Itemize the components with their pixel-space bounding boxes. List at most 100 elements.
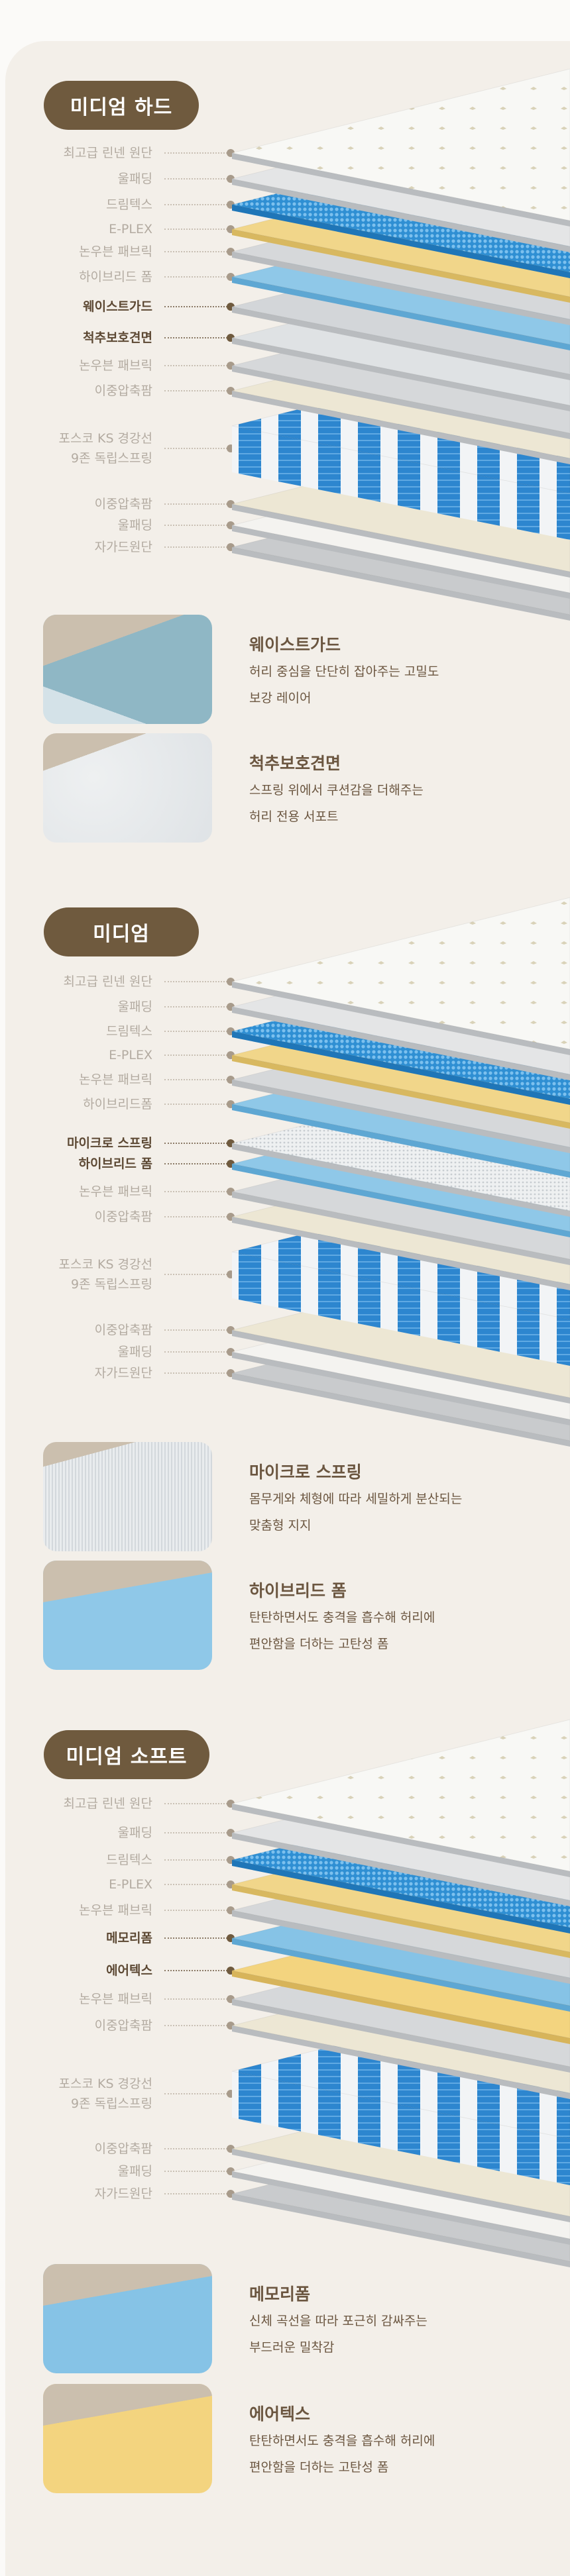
layer-label: E-PLEX	[109, 1045, 152, 1065]
layer-label: 포스코 KS 경강선 9존 독립스프링	[59, 1255, 152, 1294]
layer-label-text: 척추보호견면	[83, 331, 152, 345]
layer-label: 자가드원단	[95, 2184, 152, 2204]
layer-label-text: 포스코 KS 경강선	[58, 431, 152, 446]
feature-description-line: 스프링 위에서 쿠션감을 더해주는	[249, 783, 424, 798]
section-title-pill: 미디엄 하드	[44, 81, 199, 130]
leader-line	[164, 546, 227, 548]
leader-line	[164, 1079, 227, 1080]
leader-line	[164, 365, 227, 366]
layer-label: 자가드원단	[95, 537, 152, 557]
layer-side-spring	[232, 1252, 570, 1366]
feature-title: 하이브리드 폼	[249, 1581, 347, 1600]
layer-label-text: 드림텍스	[106, 197, 152, 212]
layer-label-text: 포스코 KS 경강선	[58, 1257, 152, 1272]
layer-label-text: 이중압축팜	[94, 384, 152, 398]
layer-label-text: E-PLEX	[109, 1048, 152, 1062]
layer-side-linen	[232, 982, 570, 1055]
layer-label: 이중압축팜	[95, 381, 152, 401]
layer-label-text: 자가드원단	[94, 1366, 152, 1380]
leader-line	[164, 525, 227, 526]
layer-label: 메모리폼	[106, 1928, 152, 1948]
layer-label-text: 논우븐 패브릭	[79, 244, 152, 259]
leader-line	[164, 1006, 227, 1007]
layer-label-text: 자가드원단	[94, 540, 152, 554]
leader-line	[164, 1970, 227, 1971]
layer-side-eplex	[232, 1055, 570, 1129]
leader-line	[164, 1216, 227, 1217]
layer-side-jacquard	[232, 1373, 570, 1447]
layer-label: 드림텍스	[106, 195, 152, 215]
layer-side-foam2	[232, 1217, 570, 1290]
feature-description-line: 허리 중심을 단단히 잡아주는 고밀도	[249, 664, 439, 679]
layer-side-foam2	[232, 504, 570, 578]
layer-label: E-PLEX	[109, 1875, 152, 1894]
swatch-image-guard	[43, 615, 212, 724]
layer-side-woolbottom	[232, 1352, 570, 1425]
layer-label: 논우븐 패브릭	[79, 242, 152, 262]
layer-label-text: 하이브리드 폼	[78, 1157, 153, 1171]
layer-side-foam2	[232, 391, 570, 464]
layer-label: 하이브리드폼	[83, 1094, 152, 1114]
layer-label: 논우븐 패브릭	[79, 1070, 152, 1090]
layer-side-airtex	[232, 1971, 570, 2044]
layer-label: 이중압축팜	[95, 2139, 152, 2159]
layer-side-nonwoven	[232, 1192, 570, 1265]
layer-label-text: 이중압축팜	[94, 2018, 152, 2033]
layer-side-wool	[232, 179, 570, 252]
layer-label-text: 논우븐 패브릭	[79, 1184, 152, 1199]
layer-label-text: 울패딩	[117, 2164, 152, 2179]
layer-label-text: 포스코 KS 경강선	[58, 2077, 152, 2091]
leader-line	[164, 1351, 227, 1353]
layer-label-text: 울패딩	[117, 1345, 152, 1359]
feature-description-line: 부드러운 밀착감	[249, 2340, 335, 2355]
layer-side-jacquard	[232, 2194, 570, 2267]
leader-line	[164, 152, 227, 154]
layer-label: 최고급 린넨 원단	[64, 143, 152, 163]
swatch-image-airtex	[43, 2384, 212, 2493]
layer-linen	[231, 1719, 570, 1872]
layer-side-hybrid	[232, 1164, 570, 1237]
leader-line	[164, 229, 227, 230]
layer-label: 울패딩	[118, 2161, 152, 2181]
layer-side-eplex	[232, 1884, 570, 1958]
layer-label: E-PLEX	[109, 219, 152, 239]
swatch-texture	[43, 733, 212, 843]
layer-label-text: E-PLEX	[109, 222, 152, 236]
leader-line	[164, 1143, 227, 1144]
swatch-texture	[43, 615, 212, 724]
leader-line	[164, 1329, 227, 1331]
layer-side-jacquard	[232, 547, 570, 621]
leader-line	[164, 2171, 227, 2172]
layer-side-linen	[232, 153, 570, 227]
leader-line	[164, 981, 227, 982]
layer-label-text: 드림텍스	[106, 1024, 152, 1039]
layer-side-foam2	[232, 1330, 570, 1404]
layer-label-text: 논우븐 패브릭	[79, 1072, 152, 1087]
mattress-0	[231, 68, 570, 621]
layer-label: 최고급 린넨 원단	[64, 972, 152, 992]
layer-side-memory	[232, 1938, 570, 2012]
layer-side-nonwoven	[232, 252, 570, 325]
layer-label: 드림텍스	[106, 1021, 152, 1041]
leader-line	[164, 1372, 227, 1374]
layer-label-text: 웨이스트가드	[83, 299, 152, 314]
layer-side-wool	[232, 1833, 570, 1906]
feature-description-line: 신체 곡선을 따라 포근히 감싸주는	[249, 2314, 428, 2328]
layer-side-eplex	[232, 229, 570, 303]
layer-side-guard	[232, 307, 570, 380]
layer-label: 이중압축팜	[95, 1320, 152, 1340]
leader-line	[164, 337, 227, 338]
layer-label-text-line2: 9존 독립스프링	[70, 1277, 152, 1292]
layer-label: 논우븐 패브릭	[79, 1182, 152, 1202]
swatch-texture	[43, 1442, 212, 1551]
swatch-image-hybrid	[43, 1561, 212, 1670]
layer-side-nonwoven	[232, 366, 570, 439]
layer-label-text: 울패딩	[117, 1826, 152, 1840]
leader-line	[164, 1859, 227, 1861]
feature-description-line: 탄탄하면서도 충격을 흡수해 허리에	[249, 2434, 435, 2448]
section-title-pill: 미디엄	[44, 907, 199, 956]
layer-side-dreamtex	[232, 1860, 570, 1933]
